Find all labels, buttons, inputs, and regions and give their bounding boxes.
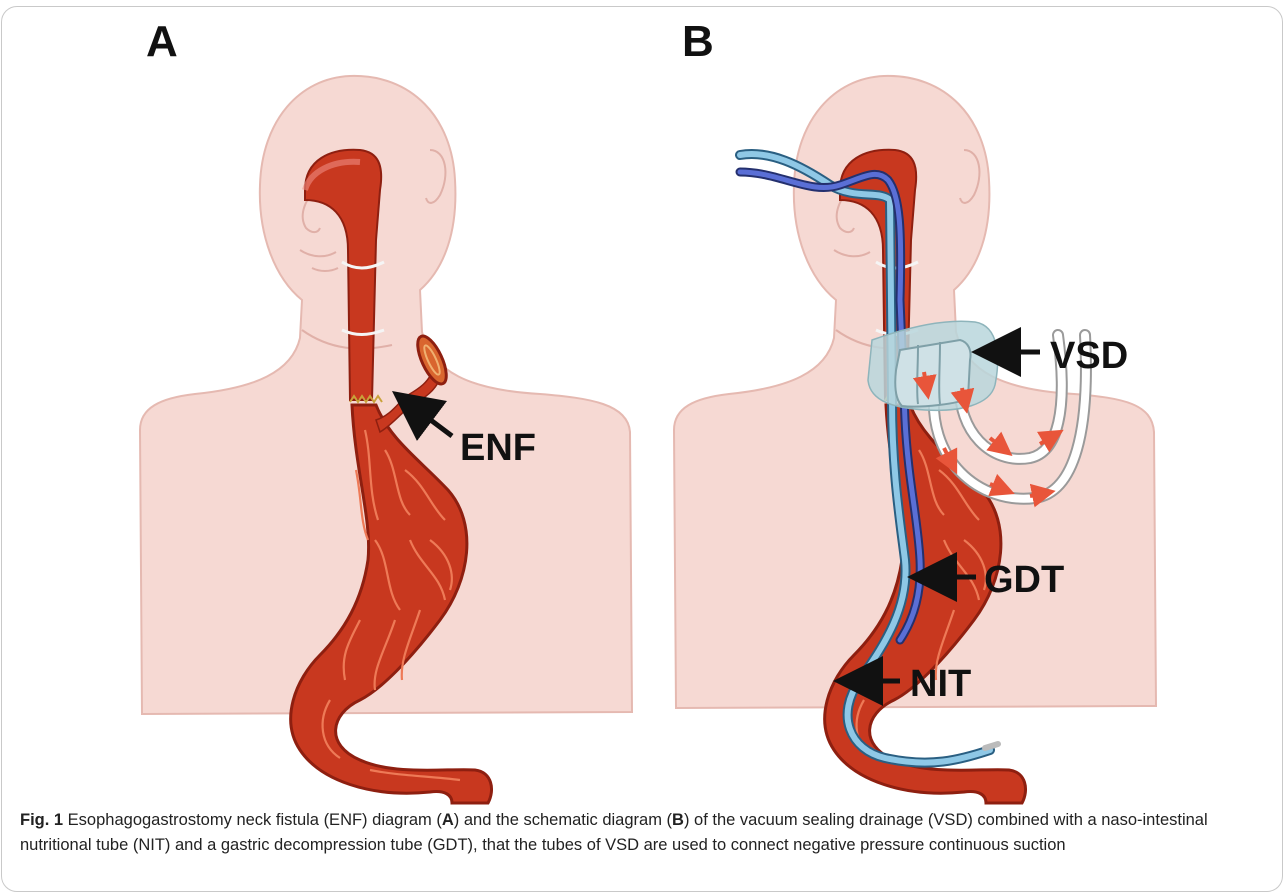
panel-b: B <box>674 17 1156 803</box>
enf-label: ENF <box>460 427 536 469</box>
nit-tip <box>985 744 998 748</box>
figure-illustration: A <box>0 0 1287 806</box>
vsd-sponge <box>895 340 970 407</box>
panel-b-label: B <box>682 17 714 66</box>
caption-figure-label: Fig. 1 <box>20 811 63 829</box>
vsd-label: VSD <box>1050 335 1128 377</box>
figure-caption: Fig. 1 Esophagogastrostomy neck fistula … <box>20 808 1270 858</box>
caption-panel-a-ref: A <box>442 811 454 829</box>
caption-text-2: ) and the schematic diagram ( <box>454 811 672 829</box>
nit-label: NIT <box>910 663 971 705</box>
panel-a: A <box>140 17 632 803</box>
panel-a-label: A <box>146 17 178 66</box>
gdt-label: GDT <box>984 559 1064 601</box>
caption-text-1: Esophagogastrostomy neck fistula (ENF) d… <box>63 811 442 829</box>
caption-panel-b-ref: B <box>672 811 684 829</box>
